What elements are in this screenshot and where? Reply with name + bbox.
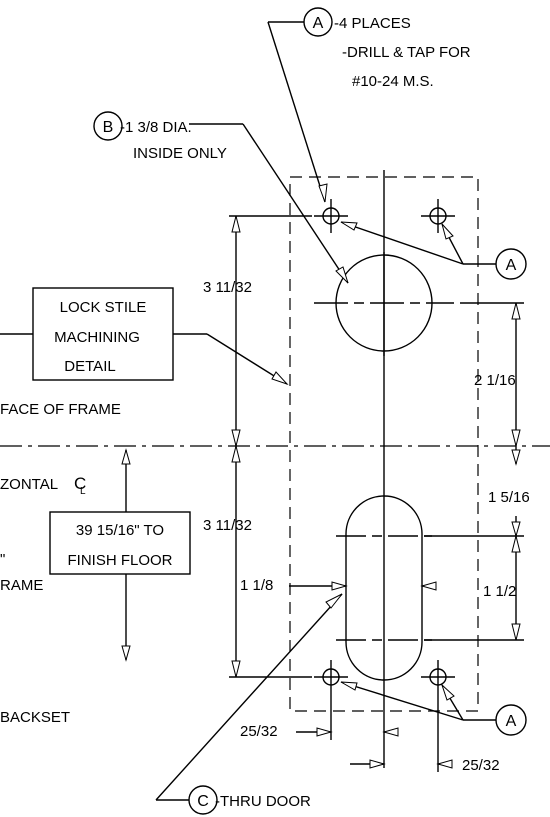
svg-text:3 11/32: 3 11/32 (203, 517, 252, 534)
horizontal-cl-label: ZONTAL C L (0, 474, 86, 497)
detail-box: LOCK STILE MACHINING DETAIL (0, 287, 289, 386)
svg-text:1 5/16: 1 5/16 (488, 489, 530, 506)
dim-left-offset: 25/32 (240, 694, 399, 740)
svg-text:A: A (506, 713, 517, 730)
face-of-frame-label: FACE OF FRAME (0, 401, 121, 418)
dim-top-spacing: 2 1/16 (460, 302, 524, 447)
svg-text:L: L (80, 486, 86, 497)
svg-text:-4 PLACES: -4 PLACES (334, 15, 411, 32)
svg-text:A: A (313, 15, 324, 32)
dim-slot-offset: 1 5/16 (424, 446, 530, 538)
callout-a-right-lower: A (340, 681, 527, 736)
tapped-hole-top-right (421, 199, 455, 233)
thru-slot-c (345, 495, 423, 681)
tapped-hole-bottom-right (421, 660, 455, 694)
fragment-quote: " (0, 551, 5, 568)
tapped-hole-bottom-left (314, 660, 348, 694)
svg-text:ZONTAL: ZONTAL (0, 476, 58, 493)
dim-upper-height: 3 11/32 (203, 215, 312, 447)
backset-label: BACKSET (0, 709, 70, 726)
callout-a-top: A -4 PLACES -DRILL & TAP FOR #10-24 M.S. (267, 7, 471, 203)
svg-text:39 15/16" TO: 39 15/16" TO (76, 522, 164, 539)
svg-text:LOCK STILE: LOCK STILE (60, 299, 147, 316)
dim-lower-height: 3 11/32 (203, 445, 312, 678)
svg-text:#10-24 M.S.: #10-24 M.S. (352, 73, 434, 90)
svg-text:-1 3/8 DIA.: -1 3/8 DIA. (120, 119, 192, 136)
svg-text:1 1/2: 1 1/2 (483, 583, 516, 600)
svg-text:-THRU DOOR: -THRU DOOR (215, 793, 311, 810)
svg-text:INSIDE ONLY: INSIDE ONLY (133, 145, 227, 162)
svg-text:DETAIL: DETAIL (64, 358, 115, 375)
svg-text:C: C (197, 793, 209, 810)
svg-text:2 1/16: 2 1/16 (474, 372, 516, 389)
fragment-rame: RAME (0, 577, 43, 594)
svg-text:A: A (506, 257, 517, 274)
floor-height-box: 39 15/16" TO FINISH FLOOR (49, 448, 191, 662)
svg-text:B: B (103, 119, 114, 136)
svg-text:-DRILL & TAP FOR: -DRILL & TAP FOR (342, 44, 471, 61)
svg-text:25/32: 25/32 (240, 723, 278, 740)
dim-slot-height: 1 1/2 (424, 535, 524, 641)
callout-c: C -THRU DOOR (155, 593, 343, 815)
svg-text:MACHINING: MACHINING (54, 329, 140, 346)
callout-a-right-upper: A (340, 221, 527, 280)
svg-text:1 1/8: 1 1/8 (240, 577, 273, 594)
tapped-hole-top-left (314, 199, 348, 233)
dim-slot-width: 1 1/8 (240, 577, 437, 594)
svg-text:25/32: 25/32 (462, 757, 500, 774)
callout-b: B -1 3/8 DIA. INSIDE ONLY (93, 111, 349, 284)
svg-text:C: C (74, 474, 86, 493)
svg-text:FINISH FLOOR: FINISH FLOOR (67, 552, 172, 569)
svg-text:3 11/32: 3 11/32 (203, 279, 252, 296)
dim-right-offset: 25/32 (350, 694, 500, 774)
